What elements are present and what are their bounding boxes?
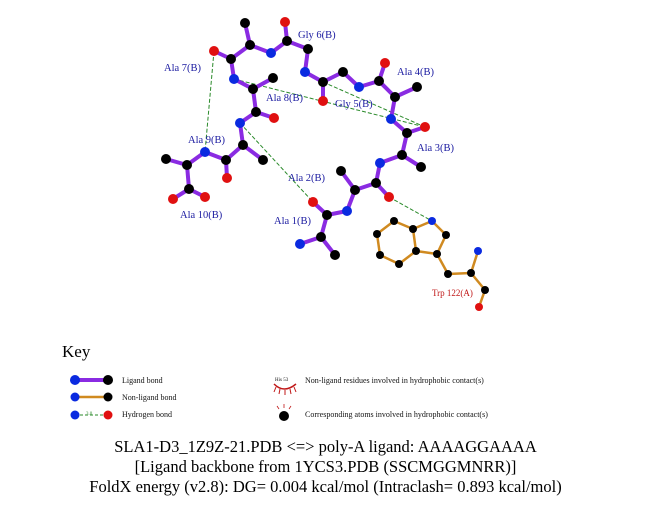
key-hydrophobic-atom-symbol — [276, 404, 292, 421]
nitrogen-atom — [300, 67, 310, 77]
oxygen-atom — [168, 194, 178, 204]
carbon-atom — [412, 82, 422, 92]
carbon-atom — [374, 76, 384, 86]
carbon-atom — [221, 155, 231, 165]
carbon-atom — [316, 232, 326, 242]
oxygen-atom — [200, 192, 210, 202]
carbon-atom — [303, 44, 313, 54]
oxygen-atom — [280, 17, 290, 27]
key-hydrogen-bond-symbol — [70, 410, 113, 420]
nitrogen-atom — [235, 118, 245, 128]
carbon-atom — [226, 54, 236, 64]
carbon-atom — [338, 67, 348, 77]
oxygen-atom — [318, 96, 328, 106]
key-title: Key — [62, 342, 91, 361]
nitrogen-atom — [428, 217, 436, 225]
residue-label-ala3: Ala 3(B) — [417, 143, 455, 154]
key-hydrophobic-atoms-label: Corresponding atoms involved in hydropho… — [305, 410, 488, 419]
carbon-atom — [182, 160, 192, 170]
oxygen-atom — [384, 192, 394, 202]
carbon-atom — [390, 92, 400, 102]
nitrogen-atom — [200, 147, 210, 157]
key-ligand-bond-label: Ligand bond — [122, 376, 163, 385]
residue-label-ala7: Ala 7(B) — [164, 63, 202, 74]
carbon-atom — [409, 225, 417, 233]
hydrogen-bond — [322, 81, 426, 128]
residue-label-gly6: Gly 6(B) — [298, 30, 336, 41]
residue-label-ala1: Ala 1(B) — [274, 216, 312, 227]
carbon-atom — [373, 230, 381, 238]
carbon-atom — [390, 217, 398, 225]
carbon-atom — [395, 260, 403, 268]
residue-label-ala4: Ala 4(B) — [397, 67, 435, 78]
residue-label-gly5: Gly 5(B) — [335, 99, 373, 110]
key-non-ligand-bond-symbol — [70, 392, 113, 402]
carbon-atom — [412, 247, 420, 255]
carbon-atom — [433, 250, 441, 258]
carbon-atom — [402, 128, 412, 138]
nitrogen-atom — [354, 82, 364, 92]
carbon-atom — [238, 140, 248, 150]
key-hydrophobic-residue-symbol — [273, 383, 297, 395]
oxygen-atom — [222, 173, 232, 183]
oxygen-atom — [308, 197, 318, 207]
carbon-atom — [481, 286, 489, 294]
oxygen-atom — [380, 58, 390, 68]
carbon-atom — [282, 36, 292, 46]
hydrogen-bond — [204, 50, 215, 153]
residue-label-trp122: Trp 122(A) — [432, 288, 473, 298]
oxygen-atom — [475, 303, 483, 311]
carbon-atom — [371, 178, 381, 188]
carbon-atom — [376, 251, 384, 259]
carbon-atom — [248, 84, 258, 94]
nitrogen-atom — [342, 206, 352, 216]
footer-line-2: [Ligand backbone from 1YCS3.PDB (SSCMGGM… — [134, 457, 517, 476]
key-residue-example: His 53 — [275, 378, 289, 383]
carbon-atom — [442, 231, 450, 239]
key-hbond-distance: 3.0 — [86, 412, 93, 417]
carbon-atom — [258, 155, 268, 165]
carbon-atom — [397, 150, 407, 160]
carbon-atom — [318, 77, 328, 87]
residue-label-ala10: Ala 10(B) — [180, 210, 223, 221]
oxygen-atom — [209, 46, 219, 56]
carbon-atom — [240, 18, 250, 28]
footer-line-1: SLA1-D3_1Z9Z-21.PDB <=> poly-A ligand: A… — [114, 437, 537, 456]
carbon-atom — [330, 250, 340, 260]
footer-line-3: FoldX energy (v2.8): DG= 0.004 kcal/mol … — [89, 477, 562, 496]
hydrogen-bond — [388, 196, 433, 222]
key-non-ligand-bond-label: Non-ligand bond — [122, 393, 177, 402]
nitrogen-atom — [386, 114, 396, 124]
carbon-atom — [184, 184, 194, 194]
carbon-atom — [350, 185, 360, 195]
residue-label-ala2: Ala 2(B) — [288, 173, 326, 184]
carbon-atom — [467, 269, 475, 277]
carbon-atom — [416, 162, 426, 172]
carbon-atom — [251, 107, 261, 117]
nitrogen-atom — [266, 48, 276, 58]
residue-label-ala8: Ala 8(B) — [266, 93, 304, 104]
nitrogen-atom — [375, 158, 385, 168]
carbon-atom — [336, 166, 346, 176]
nitrogen-atom — [295, 239, 305, 249]
carbon-atom — [322, 210, 332, 220]
carbon-atom — [268, 73, 278, 83]
ligand-interaction-diagram: Gly 6(B) Ala 7(B) Ala 4(B) Ala 8(B) Gly 5(B)… — [161, 17, 489, 311]
oxygen-atom — [420, 122, 430, 132]
key-hydrophobic-residues-label: Non-ligand residues involved in hydropho… — [305, 376, 484, 385]
key-hydrogen-bond-label: Hydrogen bond — [122, 410, 172, 419]
nitrogen-atom — [229, 74, 239, 84]
key-ligand-bond-symbol — [70, 375, 113, 385]
carbon-atom — [245, 40, 255, 50]
carbon-atom — [444, 270, 452, 278]
nitrogen-atom — [474, 247, 482, 255]
residue-label-ala9: Ala 9(B) — [188, 135, 226, 146]
carbon-atom — [161, 154, 171, 164]
oxygen-atom — [269, 113, 279, 123]
